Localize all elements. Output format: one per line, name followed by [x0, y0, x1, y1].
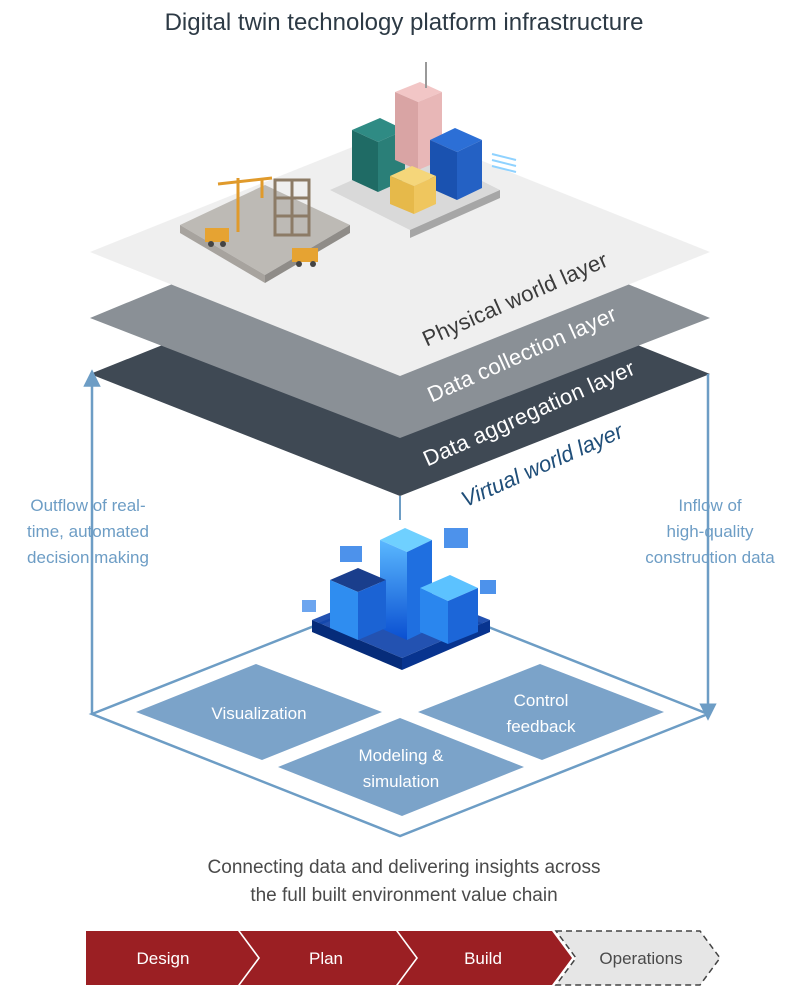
modeling-simulation-label-1: Modeling & — [358, 746, 444, 765]
physical-world-layer-shape — [90, 128, 710, 376]
control-feedback-label-2: feedback — [507, 717, 576, 736]
visualization-cell — [136, 664, 382, 760]
page-title: Digital twin technology platform infrast… — [165, 9, 644, 36]
inflow-note-line-1: Inflow of — [678, 496, 742, 515]
inflow-note: Inflow of high-quality construction data — [645, 496, 775, 567]
virtual-platform-outline — [88, 590, 712, 838]
modeling-simulation-label-2: simulation — [363, 772, 440, 791]
chevron-design — [86, 931, 258, 985]
outflow-note-line-1: Outflow of real- — [30, 496, 145, 515]
outflow-note-line-3: decision making — [27, 548, 149, 567]
control-feedback-label-1: Control — [514, 691, 569, 710]
inflow-note-line-3: construction data — [645, 548, 775, 567]
city-block-illustration — [330, 62, 517, 238]
control-feedback-cell — [418, 664, 664, 760]
chevron-plan — [240, 931, 416, 985]
chevron-operations — [554, 930, 721, 986]
chevron-build-label: Build — [464, 949, 502, 968]
chevron-design-label: Design — [137, 949, 190, 968]
virtual-city-illustration — [302, 528, 496, 670]
chevron-operations-label: Operations — [599, 949, 682, 968]
modeling-simulation-cell — [278, 718, 524, 816]
outflow-note: Outflow of real- time, automated decisio… — [27, 496, 149, 567]
chevron-build — [398, 931, 572, 985]
subtitle-line-2: the full built environment value chain — [250, 885, 557, 906]
construction-site-illustration — [180, 176, 350, 283]
chevron-plan-label: Plan — [309, 949, 343, 968]
visualization-label: Visualization — [211, 704, 306, 723]
subtitle-line-1: Connecting data and delivering insights … — [208, 857, 601, 878]
inflow-note-line-2: high-quality — [667, 522, 754, 541]
outflow-note-line-2: time, automated — [27, 522, 149, 541]
